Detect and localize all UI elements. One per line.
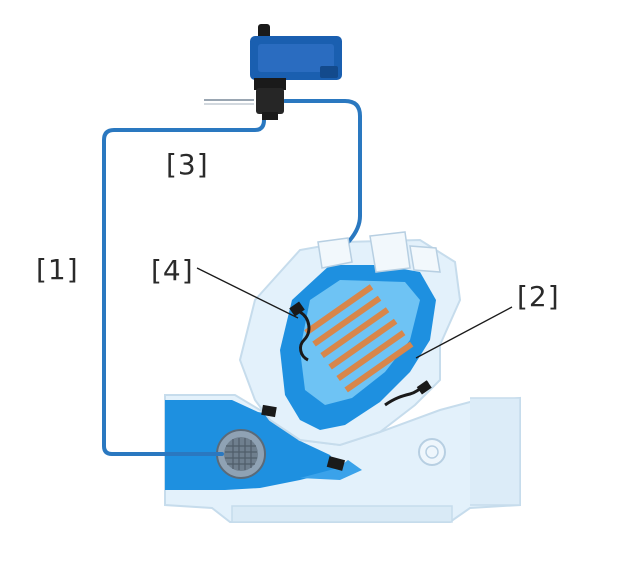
gasket [326,456,346,471]
gasket [416,380,432,395]
callout-4-label: [4] [151,254,194,287]
diaphragm-assembly [261,284,432,471]
bonnet-fittings [317,231,441,273]
leader-line-2 [415,306,513,359]
gasket [261,404,277,418]
spring [304,284,414,393]
diaphragm-left [299,310,311,362]
callout-2-label: [2] [517,280,560,313]
leader-line-4 [196,267,299,319]
callout-3-label: [3] [166,148,209,181]
filter-screen [216,429,266,479]
leader-lines [196,267,513,359]
pilot-actuator [204,24,342,120]
gasket [289,301,305,317]
pilot-tube [102,99,362,456]
callout-1-label: [1] [36,253,79,286]
